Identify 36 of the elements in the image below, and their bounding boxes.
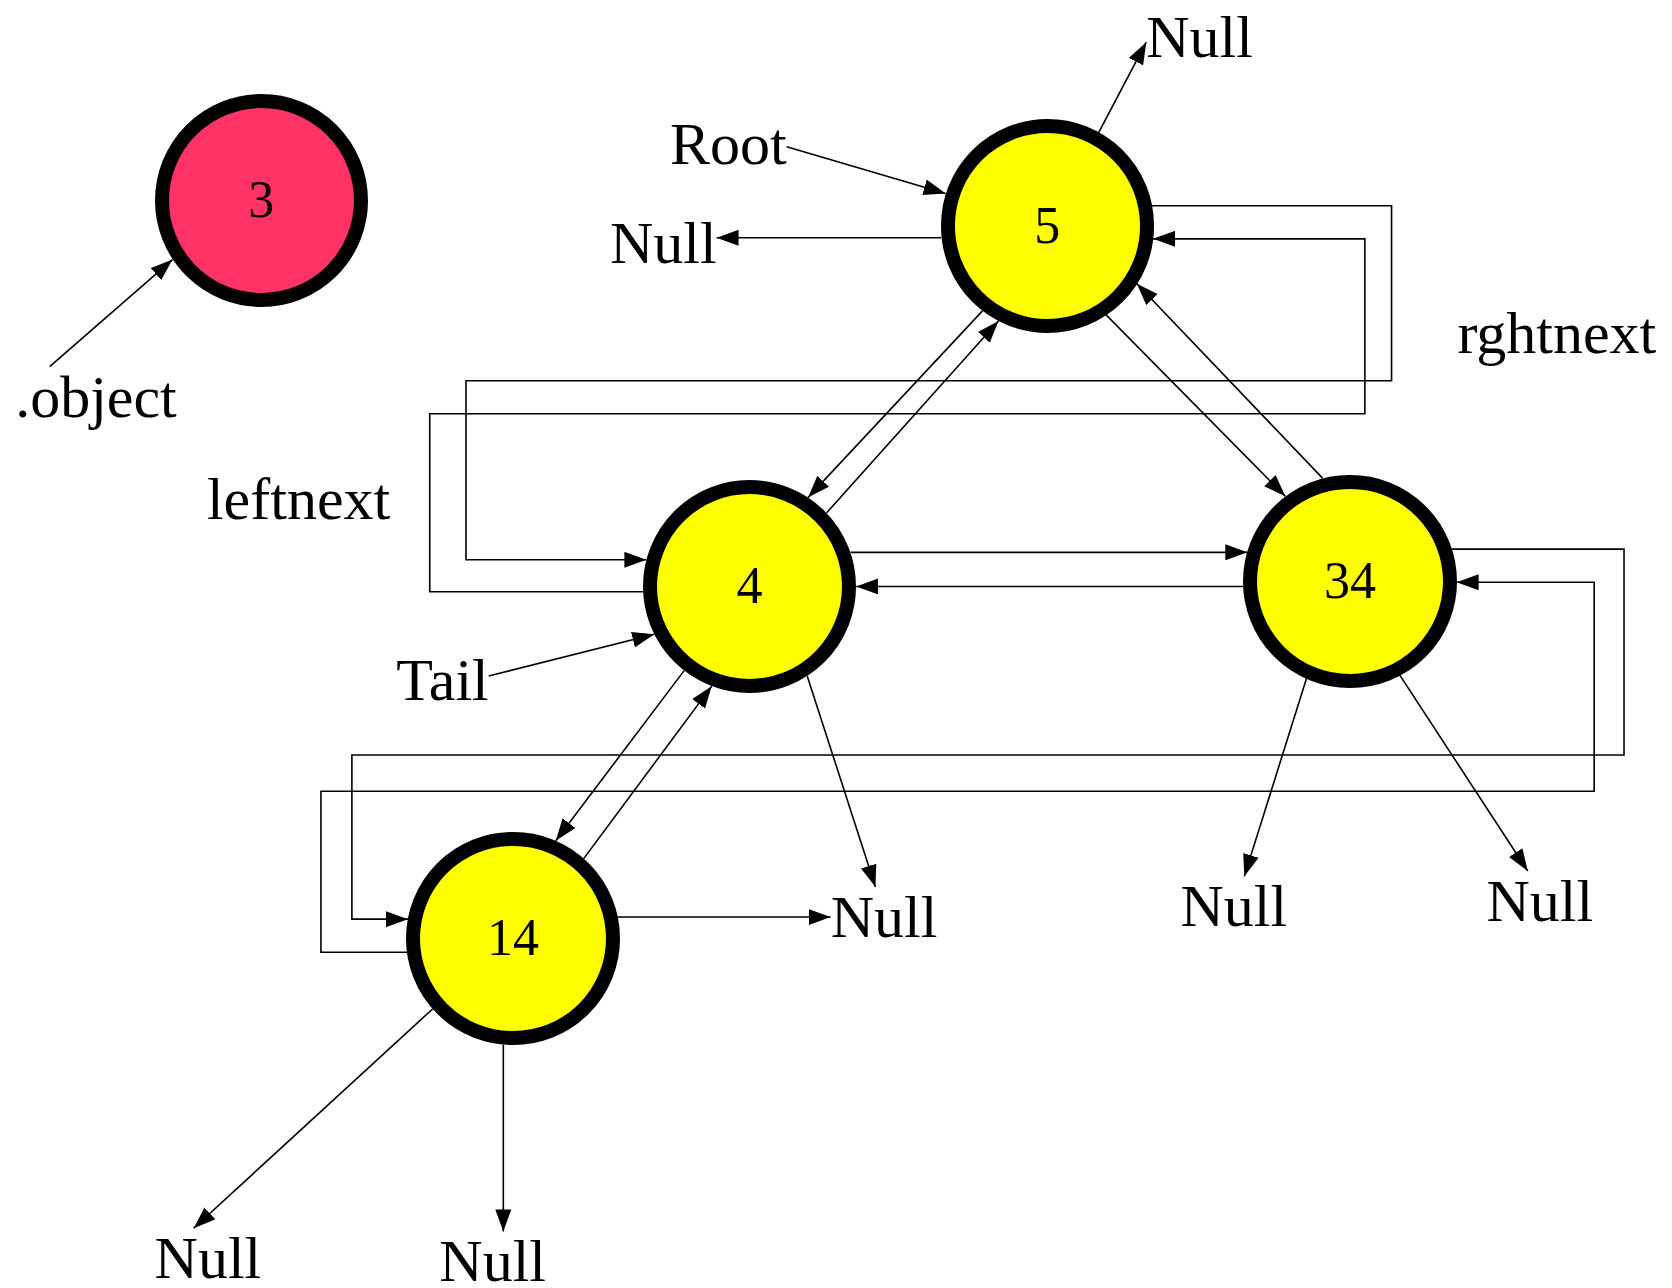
node-label: Null <box>154 1228 262 1288</box>
node-label: Null <box>830 887 938 948</box>
arrow <box>554 669 685 842</box>
node-label: Null <box>609 213 717 274</box>
arrow <box>428 230 1366 593</box>
node-value: 5 <box>1034 200 1061 253</box>
node-label: Null <box>1180 876 1288 937</box>
pointer-name: leftnext <box>206 469 391 530</box>
arrow <box>351 548 1625 928</box>
node-label: Null <box>439 1231 546 1288</box>
node-value: 14 <box>486 912 539 965</box>
node-value: 34 <box>1323 555 1376 608</box>
arrow <box>849 544 1249 561</box>
arrow <box>806 675 877 888</box>
arrow <box>785 145 947 195</box>
node-label: Root <box>669 113 787 174</box>
arrow <box>1097 41 1148 134</box>
arrow <box>192 1007 434 1230</box>
node-value: 3 <box>248 174 275 227</box>
arrow <box>487 631 656 677</box>
arrow <box>1105 314 1287 498</box>
node-label: Tail <box>396 650 489 711</box>
arrow <box>807 310 984 499</box>
node-label: Null <box>1486 871 1594 932</box>
arrow <box>825 320 1000 514</box>
arrow <box>582 685 713 860</box>
arrow <box>48 258 174 368</box>
arrow <box>1136 282 1324 479</box>
node-value: 4 <box>736 560 763 613</box>
node-label: Null <box>1146 7 1253 68</box>
arrow <box>320 574 1595 954</box>
arrow <box>465 205 1393 568</box>
arrow <box>495 1043 512 1233</box>
arrow <box>715 229 942 246</box>
arrow <box>1243 677 1308 878</box>
arrow <box>1399 674 1529 872</box>
